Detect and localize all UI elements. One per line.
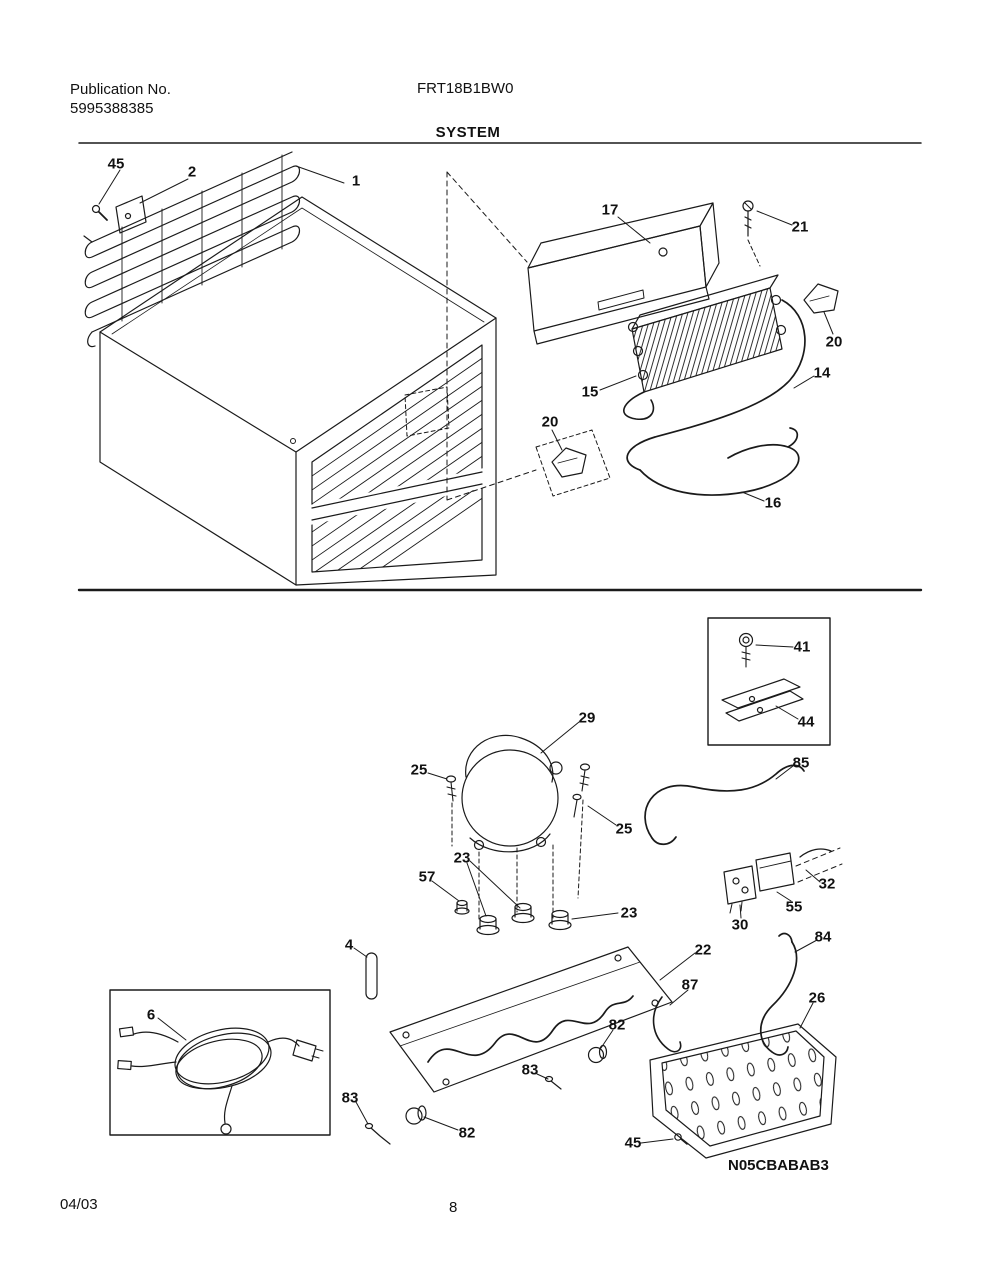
publication-label: Publication No. <box>70 81 171 98</box>
model-number: FRT18B1BW0 <box>417 80 514 97</box>
publication-number: 5995388385 <box>70 100 154 117</box>
footer-date: 04/03 <box>60 1196 98 1213</box>
publication-block: Publication No. 5995388385 <box>70 80 171 118</box>
diagram-code: N05CBABAB3 <box>728 1157 829 1174</box>
section-title: SYSTEM <box>435 124 501 141</box>
page-number: 8 <box>449 1199 458 1216</box>
